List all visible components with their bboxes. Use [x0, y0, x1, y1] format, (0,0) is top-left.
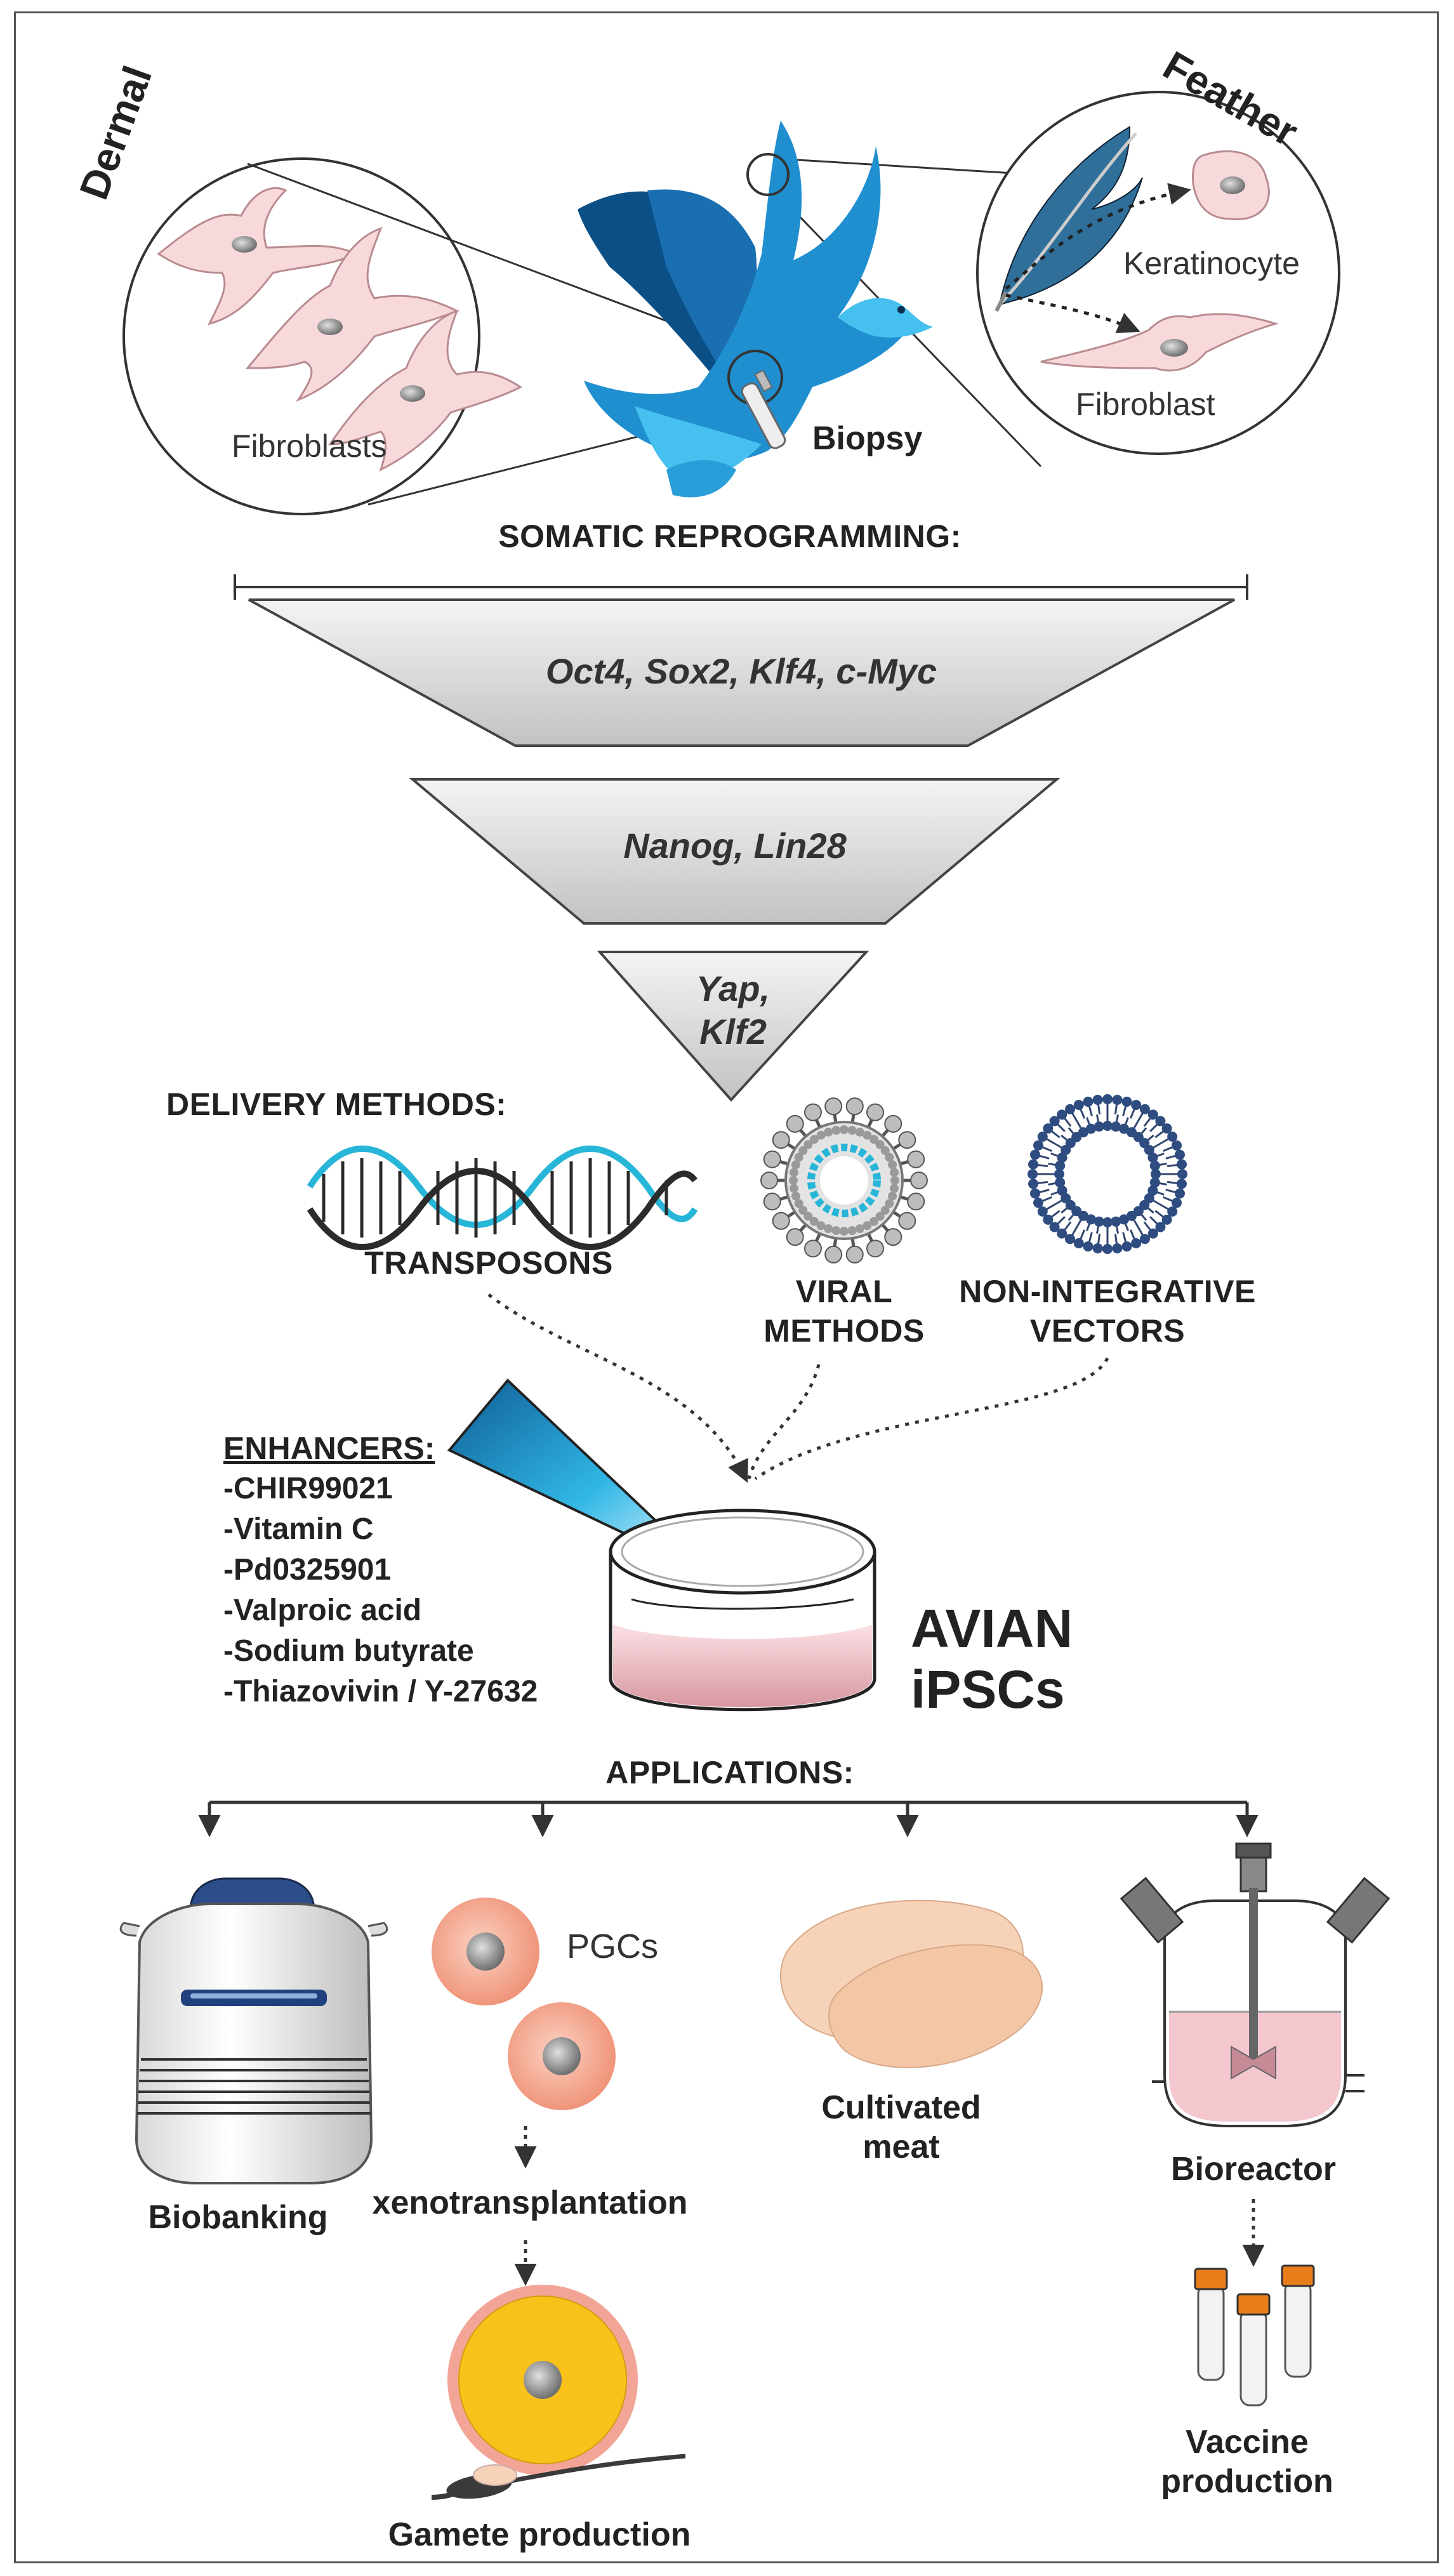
- dna-helix-icon: [307, 1146, 698, 1250]
- enhancer-item: -Thiazovivin / Y-27632: [223, 1675, 538, 1708]
- viral-methods-label-line1: VIRAL: [795, 1274, 893, 1309]
- pgc-cell-icon: [508, 2002, 616, 2110]
- pgcs-label: PGCs: [566, 1927, 659, 1965]
- transposons-label: TRANSPOSONS: [364, 1245, 613, 1281]
- funnel-stage-2: [409, 778, 1061, 925]
- dermal-fibroblasts-circle: [122, 157, 522, 515]
- keratinocyte-cell-icon: [1192, 150, 1270, 221]
- funnel-stage-3-label-line1: Yap,: [696, 968, 770, 1008]
- viral-methods-label-line2: METHODS: [763, 1313, 925, 1349]
- vaccine-production-label-line2: production: [1161, 2463, 1333, 2500]
- avian-label-line2: iPSCs: [911, 1660, 1065, 1719]
- avian-label-line1: AVIAN: [911, 1599, 1073, 1658]
- delivery-methods-heading: DELIVERY METHODS:: [166, 1087, 507, 1122]
- enhancer-item: -Pd0325901: [223, 1553, 392, 1587]
- vaccine-tube-icon: [1236, 2293, 1271, 2407]
- keratinocyte-label: Keratinocyte: [1123, 246, 1300, 281]
- feather-icon: [995, 126, 1143, 312]
- cultivated-meat-label-line2: meat: [862, 2129, 940, 2165]
- figure-frame: [14, 11, 1439, 2563]
- fibroblasts-label: Fibroblasts: [232, 428, 387, 464]
- nucleus-icon: [232, 236, 257, 253]
- funnel-stage-3-label-line2: Klf2: [699, 1012, 767, 1052]
- enhancer-item: -Sodium butyrate: [223, 1634, 474, 1668]
- liposome-vector-icon: [1028, 1094, 1187, 1254]
- funnel-stage-2-label: Nanog, Lin28: [623, 826, 847, 866]
- delivery-arrows: [487, 1293, 1109, 1483]
- pgc-cell-icon: [432, 1898, 539, 2005]
- applications-heading: APPLICATIONS:: [605, 1755, 854, 1790]
- biopsy-punch-icon: [741, 369, 786, 449]
- enhancers-heading: ENHANCERS:: [223, 1430, 435, 1466]
- vaccine-production-label-line1: Vaccine: [1186, 2424, 1309, 2460]
- non-integrative-label-line2: VECTORS: [1029, 1313, 1186, 1349]
- vaccine-tube-icon: [1194, 2268, 1228, 2381]
- feather-fibroblast-cell-icon: [1040, 313, 1279, 372]
- cultivated-meat-icon: [780, 1899, 1043, 2068]
- fibroblast-label: Fibroblast: [1076, 386, 1215, 422]
- nucleus-icon: [400, 385, 425, 402]
- fibroblast-cell-icon: [157, 187, 522, 472]
- bioreactor-label: Bioreactor: [1170, 2151, 1337, 2188]
- avian-ipscs-label: AVIAN iPSCs: [911, 1598, 1073, 1720]
- feather-biopsy-site: [746, 153, 790, 196]
- funnel-stage-1-label: Oct4, Sox2, Klf4, c-Myc: [545, 651, 937, 691]
- cultivated-meat-label-line1: Cultivated: [821, 2089, 981, 2126]
- applications-tree: [198, 1800, 1259, 1837]
- virus-particle-icon: [760, 1097, 928, 1264]
- funnel-stage-1: [248, 598, 1235, 747]
- feather-circle: [976, 91, 1340, 455]
- enhancer-item: -CHIR99021: [223, 1472, 393, 1505]
- nucleus-icon: [317, 319, 343, 335]
- biopsy-label: Biopsy: [812, 420, 923, 457]
- oocyte-icon: [447, 2285, 638, 2475]
- non-integrative-label-line1: NON-INTEGRATIVE: [959, 1274, 1256, 1309]
- bioreactor-icon: [1120, 1842, 1391, 2127]
- culture-dish-icon: [609, 1509, 876, 1712]
- enhancers-list: ENHANCERS: -CHIR99021 -Vitamin C -Pd0325…: [223, 1428, 538, 1712]
- somatic-reprogramming-heading: SOMATIC REPROGRAMMING:: [498, 519, 962, 554]
- reprogramming-bracket: [234, 574, 1248, 600]
- cryo-tank-icon: [119, 1877, 388, 2184]
- xenotransplantation-label: xenotransplantation: [372, 2184, 688, 2221]
- gamete-production-label: Gamete production: [388, 2516, 691, 2553]
- enhancer-item: -Vitamin C: [223, 1512, 374, 1546]
- sperm-icon: [431, 2454, 686, 2500]
- biobanking-label: Biobanking: [148, 2199, 328, 2236]
- dove-icon: [578, 121, 933, 498]
- vaccine-tube-icon: [1281, 2264, 1315, 2378]
- enhancer-item: -Valproic acid: [223, 1594, 422, 1627]
- funnel-stage-3: [597, 951, 869, 1102]
